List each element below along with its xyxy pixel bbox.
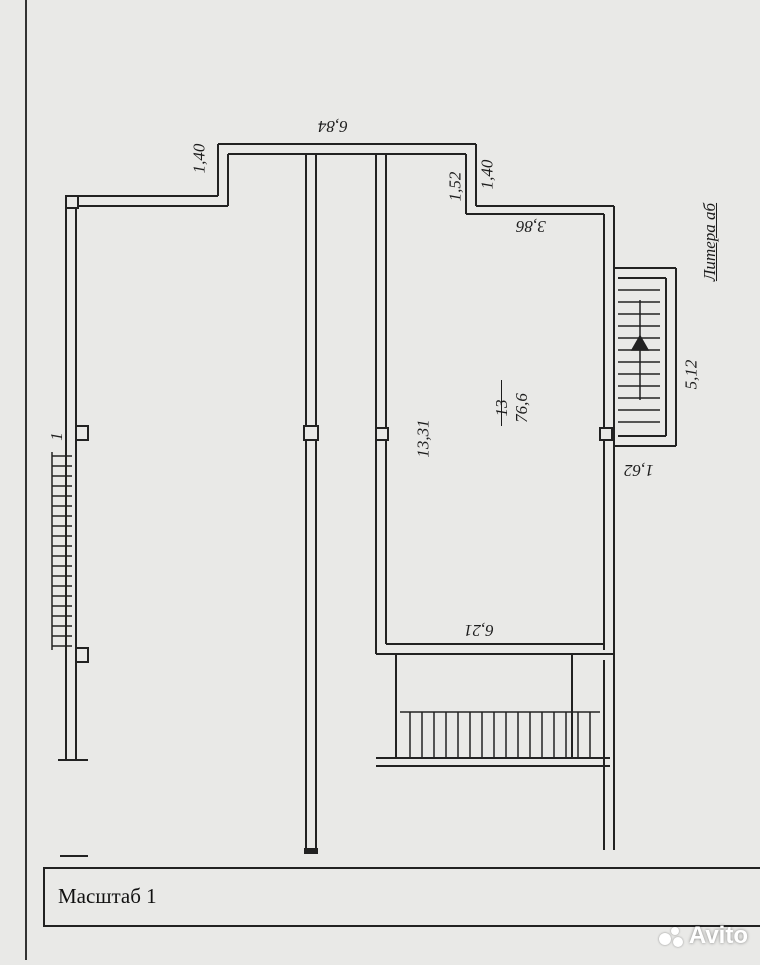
avito-brand-text: Avito bbox=[688, 922, 748, 949]
dim-right-step-b: 1,40 bbox=[477, 159, 497, 190]
footer-box bbox=[43, 867, 760, 927]
dim-top-width: 6,84 bbox=[318, 117, 348, 136]
wall-markers bbox=[65, 195, 613, 854]
left-stairs bbox=[51, 452, 72, 650]
entrance-mark: 1 bbox=[46, 432, 66, 441]
annex-stairs bbox=[618, 289, 660, 423]
litera-label: Литера аб bbox=[700, 202, 719, 282]
dim-annex-width: 1,62 bbox=[624, 461, 654, 480]
avito-watermark: Avito bbox=[658, 922, 748, 950]
room-fraction-line bbox=[501, 380, 502, 426]
dim-left-step: 1,40 bbox=[189, 143, 209, 174]
avito-logo-icon bbox=[658, 925, 685, 947]
outer-walls bbox=[58, 143, 677, 857]
dim-upper-wall: 3,86 bbox=[516, 217, 546, 236]
bottom-stairs bbox=[400, 711, 600, 758]
dim-room-length: 13,31 bbox=[413, 419, 433, 458]
room-area: 76,6 bbox=[512, 393, 531, 423]
room-number: 13 bbox=[492, 376, 512, 440]
scale-label: Масштаб 1 bbox=[58, 884, 157, 908]
dim-bottom-wall: 6,21 bbox=[464, 621, 494, 640]
dim-annex-length: 5,12 bbox=[681, 359, 701, 390]
dim-right-step-a: 1,52 bbox=[445, 171, 465, 202]
